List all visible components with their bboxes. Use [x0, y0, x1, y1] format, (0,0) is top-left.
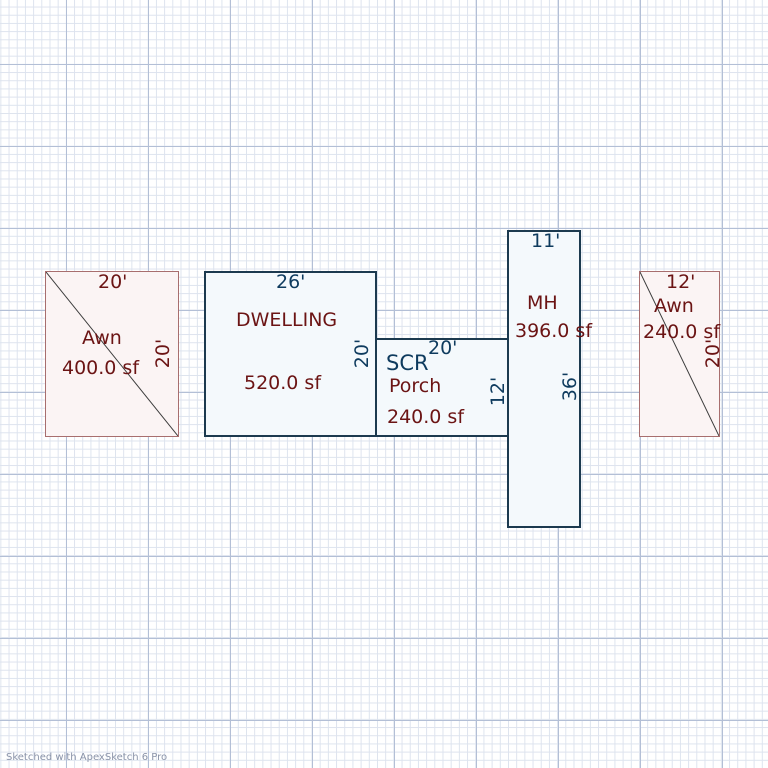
porch-label-line2: Porch — [389, 375, 442, 397]
awn-right-label: Awn — [654, 295, 694, 317]
dwelling-dim-top: 26' — [276, 271, 306, 293]
porch-label-line1: SCR — [386, 351, 429, 375]
dwelling-dim-side: 20' — [351, 338, 374, 369]
porch-dim-top: 20' — [428, 337, 458, 359]
awn-left-area[interactable] — [45, 271, 179, 437]
awn-right-dim-side: 20' — [702, 338, 725, 369]
awn-left-label: Awn — [82, 327, 122, 349]
awn-right-area-label: 240.0 sf — [643, 321, 721, 343]
awn-left-dim-top: 20' — [98, 271, 128, 293]
watermark-text: Sketched with ApexSketch 6 Pro — [6, 752, 168, 763]
awn-left-area-label: 400.0 sf — [62, 357, 140, 379]
porch-top-dashed-edge — [377, 338, 507, 340]
porch-area-label: 240.0 sf — [387, 406, 465, 428]
awn-left-diagonal — [46, 272, 178, 436]
mh-area[interactable] — [507, 230, 581, 528]
scr-porch-area[interactable] — [376, 338, 509, 437]
awn-right-dim-top: 12' — [666, 271, 696, 293]
dwelling-area-label: 520.0 sf — [244, 372, 322, 394]
dwelling-label: DWELLING — [236, 309, 338, 331]
porch-dim-side: 12' — [487, 376, 510, 407]
awn-right-area[interactable] — [639, 271, 720, 437]
mh-label: MH — [527, 292, 558, 314]
mh-area-label: 396.0 sf — [515, 320, 593, 342]
mh-dim-side: 36' — [559, 371, 582, 402]
awn-left-dim-side: 20' — [152, 338, 175, 369]
dwelling-area[interactable] — [204, 271, 377, 437]
mh-dim-top: 11' — [531, 230, 561, 252]
awn-right-diagonal — [640, 272, 719, 436]
